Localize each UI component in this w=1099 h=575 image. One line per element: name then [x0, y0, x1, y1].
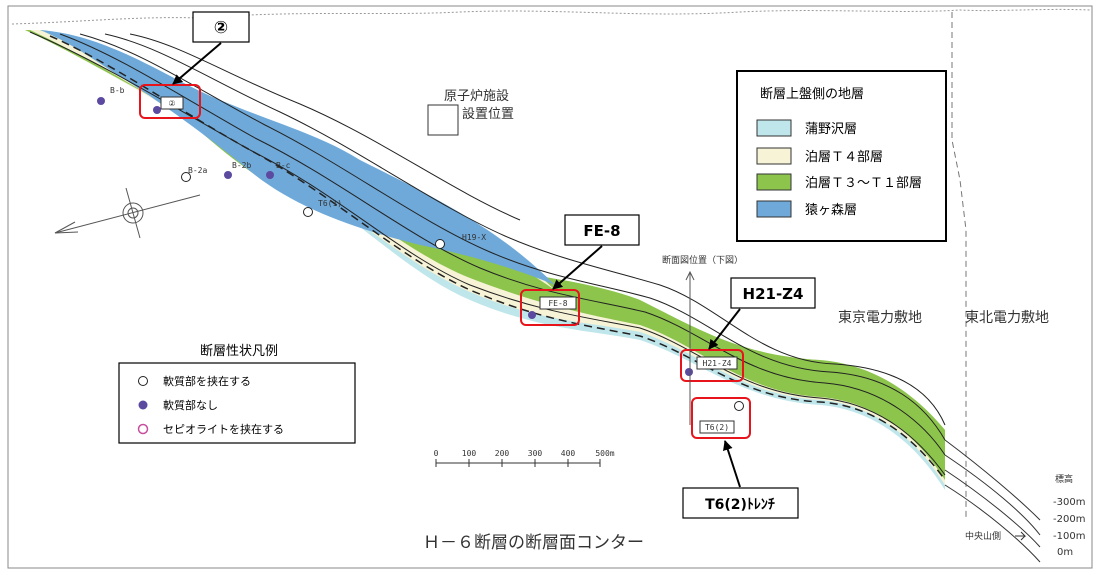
callout-2-label: ② [214, 18, 228, 38]
legend-pink-circle-icon [137, 423, 149, 435]
legend-kamanosawa: 蒲野沢層 [805, 122, 857, 137]
point-label-t6-1: T6(1) [318, 199, 342, 208]
marker-b-b [97, 97, 105, 105]
elevation-tick-300: -300m [1053, 497, 1085, 508]
swatch-tomari-t4 [756, 147, 792, 165]
legend-soft-part: 軟質部を挟在する [163, 374, 251, 388]
point-label-h19-x: H19-X [462, 233, 486, 242]
point-label-b-b: B-b [110, 86, 125, 95]
marker-2 [153, 106, 161, 114]
point-label-b-2b: B-2b [232, 161, 251, 170]
compass-icon [54, 187, 201, 239]
callout-t6-2-label: T6(2)ﾄﾚﾝﾁ [705, 497, 775, 513]
legend-sepiolite: セピオライトを挟在する [163, 422, 284, 436]
scale-tick-400: 400 [561, 449, 576, 458]
tepco-site-label: 東京電力敷地 [838, 310, 922, 326]
legend-filled-circle-icon [138, 400, 148, 410]
point-label-2: ② [168, 99, 175, 108]
swatch-kamanosawa [756, 119, 792, 137]
marker-h21z4 [685, 368, 693, 376]
scale-tick-100: 100 [462, 449, 477, 458]
highlight-box-t6-2 [691, 397, 751, 439]
elevation-tick-100: -100m [1053, 531, 1085, 542]
elevation-tick-200: -200m [1053, 514, 1085, 525]
callout-2: ② [172, 11, 250, 85]
scale-tick-300: 300 [528, 449, 543, 458]
swatch-tomari-t3-t1 [756, 173, 792, 191]
section-arrow-icon [685, 270, 695, 281]
fault-trace [49, 35, 946, 481]
elevation-title: 標高 [1055, 473, 1073, 485]
highlight-box-h21z4 [680, 349, 744, 382]
marker-fe8 [528, 311, 536, 319]
reactor-label-line2: 設置位置 [462, 106, 514, 122]
section-position-label: 断面図位置（下図） [662, 254, 743, 266]
point-box-fe8 [539, 296, 577, 310]
legend-tomari-t4: 泊層Ｔ４部層 [805, 150, 883, 165]
central-mountain-side-label: 中央山側 [965, 530, 1001, 542]
marker-b-2b [224, 171, 232, 179]
survey-markers [97, 97, 744, 411]
point-box-2 [160, 96, 184, 110]
tohoku-site-label: 東北電力敷地 [965, 310, 1049, 326]
callout-h21z4-label: H21-Z4 [743, 285, 804, 303]
reactor-label-line1: 原子炉施設 [444, 88, 509, 104]
swatch-sarugamori [756, 200, 792, 218]
marker-b-2a [181, 172, 191, 182]
marker-b-c [266, 171, 274, 179]
point-label-fe8: FE-8 [548, 299, 567, 308]
strata-legend: 断層上盤側の地層 蒲野沢層 泊層Ｔ４部層 泊層Ｔ３～Ｔ１部層 猿ヶ森層 [736, 70, 947, 242]
reactor-site-box [427, 104, 459, 136]
scale-bar: 0 100 200 300 400 500m [434, 449, 615, 467]
fault-legend-title: 断層性状凡例 [200, 344, 278, 359]
callout-fe8: FE-8 [552, 214, 640, 290]
legend-tomari-t3-t1: 泊層Ｔ３～Ｔ１部層 [805, 176, 922, 191]
marker-t6-1 [303, 207, 313, 217]
callout-t6-2: T6(2)ﾄﾚﾝﾁ [682, 440, 799, 519]
scale-tick-200: 200 [495, 449, 510, 458]
contour-lines [29, 31, 946, 476]
point-box-t6-2 [699, 420, 735, 434]
callout-h21z4: H21-Z4 [708, 277, 816, 350]
legend-sarugamori: 猿ヶ森層 [805, 203, 857, 218]
highlight-box-2 [139, 84, 201, 119]
scale-tick-500: 500m [595, 449, 614, 458]
point-label-t6-2: T6(2) [705, 423, 729, 432]
marker-t6-2 [734, 401, 744, 411]
legend-no-soft-part: 軟質部なし [163, 398, 218, 412]
scale-tick-0: 0 [434, 449, 439, 458]
strata-legend-title: 断層上盤側の地層 [760, 87, 864, 102]
coastline [11, 8, 1091, 25]
elevation-tick-0: 0m [1057, 547, 1073, 558]
legend-open-circle-icon [138, 376, 148, 386]
highlight-box-fe8 [520, 289, 580, 326]
figure-title: Ｈ－６断層の断層面コンター [423, 533, 644, 553]
point-label-b-c: B-c [276, 161, 291, 170]
callout-fe8-label: FE-8 [583, 222, 620, 240]
point-label-h21z4: H21-Z4 [703, 359, 732, 368]
deep-contours [944, 439, 1041, 563]
site-boundary [951, 12, 967, 520]
point-label-b-2a: B-2a [188, 166, 207, 175]
marker-h19-x [435, 239, 445, 249]
fault-legend-box [118, 362, 356, 444]
fault-legend: 断層性状凡例 軟質部を挟在する 軟質部なし セピオライトを挟在する [118, 344, 356, 444]
point-box-h21z4 [696, 356, 738, 370]
mountain-direction-icon [1015, 531, 1027, 541]
sarugamori-layer [40, 30, 555, 285]
